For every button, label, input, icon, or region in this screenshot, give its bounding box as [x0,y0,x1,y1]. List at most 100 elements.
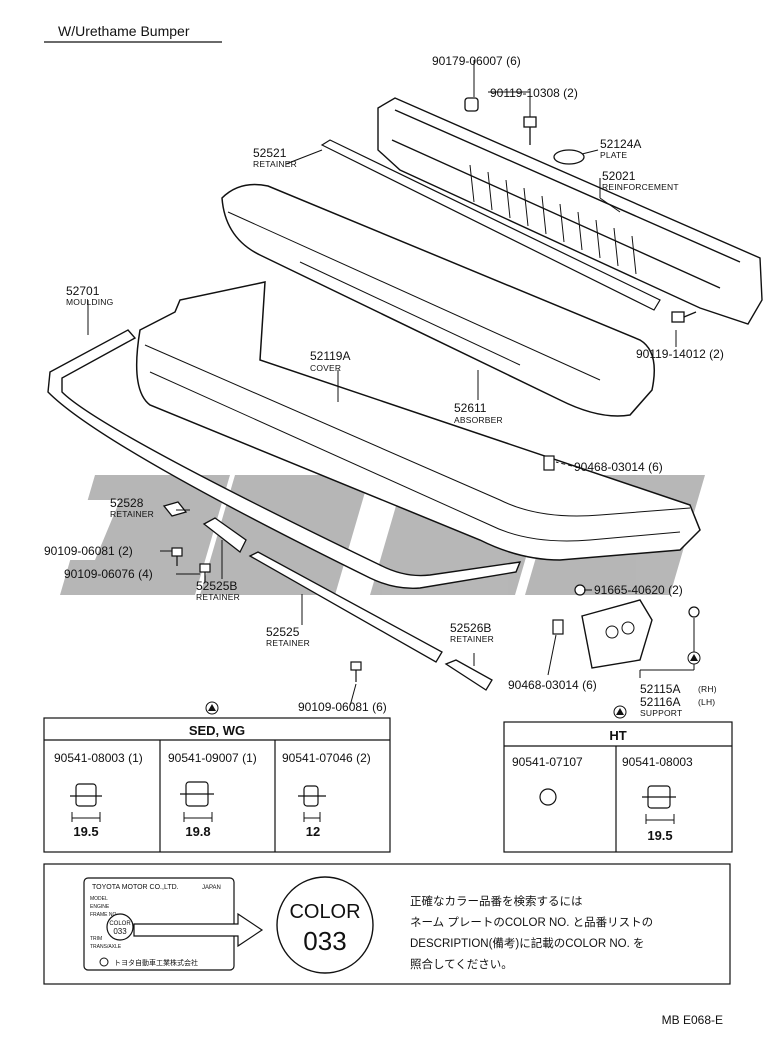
bolt-90119-14012-drawing [671,311,697,323]
label-p8-number: 52611 [454,401,487,415]
retainer-52528-drawing [162,501,188,517]
name-plate-row: TRIM [90,936,102,942]
color-note-line: 照合してください。 [410,957,513,971]
clip-cell-size: 12 [306,824,320,839]
clip-90468-lower-drawing [552,619,564,635]
color-note-line: DESCRIPTION(備考)に記載のCOLOR NO. を [410,936,644,950]
moulding-drawing [47,329,522,589]
leader-lines [87,60,695,707]
toyota-emblem-icon [99,957,109,967]
color-note-line: ネーム プレートのCOLOR NO. と品番リストの [410,916,653,929]
label-p11-number: 52528 [110,496,144,510]
label-p8-name: ABSORBER [454,415,503,425]
name-plate-row: ENGINE [90,904,110,910]
ht-table: HT 90541-07107 90541-08003 19.5 [503,721,733,853]
nut-90179-drawing [464,97,479,112]
ht-title: HT [609,728,626,743]
label-p7-name: COVER [310,363,341,373]
label-p20-number: 52116A [640,695,680,709]
label-p6-name: MOULDING [66,297,113,307]
plate-drawing [553,149,585,165]
name-plate-country: JAPAN [202,885,221,891]
color-circle-label: COLOR [289,901,360,923]
label-p13-number: 90109-06076 (4) [64,567,153,581]
color-circle-code: 033 [303,926,346,956]
bolt-90119-10308-drawing [523,116,537,145]
marker-icon [613,705,627,719]
label-p7-number: 52119A [310,349,350,363]
name-plate-row: TRANS/AXLE [90,944,122,950]
clip-cell-size: 19.8 [185,824,210,839]
retainer-52525-drawing [248,551,443,663]
label-p20-suffix: (LH) [698,697,715,707]
label-p14-name: RETAINER [196,592,240,602]
clip-drawing [70,781,326,807]
marker-icon [687,651,701,665]
part-labels: 90179-06007 (6) 90119-10308 (2) 52124A P… [44,54,724,718]
label-p6-number: 52701 [66,284,100,298]
clip-cell-part: 90541-08003 [622,755,693,769]
label-p17-name: RETAINER [450,634,494,644]
label-p11-name: RETAINER [110,509,154,519]
name-plate-row: FRAME NO. [90,912,118,918]
clip-90468-upper-drawing [543,455,555,471]
label-p15-name: RETAINER [266,638,310,648]
clip-cell-part: 90541-08003 (1) [54,751,143,765]
retainer-52526b-drawing [444,659,493,691]
cover-drawing [135,281,701,561]
page-title: W/Urethame Bumper [58,23,190,39]
absorber-edge [227,211,601,381]
bolt-90109-06081-lower-drawing [350,661,362,682]
label-p2-number: 90119-10308 (2) [490,86,578,100]
label-p16-number: 91665-40620 (2) [594,583,683,597]
clip-cell-size: 19.5 [73,824,98,839]
clip-drawing [539,785,676,809]
absorber-drawing [221,183,655,417]
cover-lower-line [149,371,681,542]
label-p5-number: 52521 [253,146,287,160]
name-plate-maker: TOYOTA MOTOR CO.,LTD. [92,884,179,891]
footer-code: MB E068-E [662,1013,723,1027]
color-note-box: TOYOTA MOTOR CO.,LTD. JAPAN MODEL ENGINE… [43,863,731,985]
reinforcement-drawing [377,97,763,325]
sed-wg-table: SED, WG 90541-08003 (1) 90541-09007 (1) … [43,717,391,853]
marker-icon [205,701,219,715]
label-p14-number: 52525B [196,579,237,593]
color-circle [276,876,374,974]
support-hole [621,621,635,635]
label-p21-number: 90109-06081 (6) [298,700,387,714]
label-p3-number: 52124A [600,137,641,151]
dimension-lines [645,814,675,824]
color-note-line: 正確なカラー品番を検索するには [410,894,583,908]
clip-cell-part: 90541-09007 (1) [168,751,257,765]
clip-cell-part: 90541-07107 [512,755,583,769]
label-p19-suffix: (RH) [698,684,717,694]
clip-cell-part: 90541-07046 (2) [282,751,371,765]
label-p20-name: SUPPORT [640,708,682,718]
retainer-52525b-drawing [202,517,247,553]
name-plate-color-circle [106,913,134,941]
cover-inner-line [144,344,691,517]
label-p1-number: 90179-06007 (6) [432,54,521,68]
grommet-small-drawing [688,606,700,618]
label-p15-number: 52525 [266,625,300,639]
name-plate-color-label: COLOR [109,921,131,927]
label-p18-number: 90468-03014 (6) [508,678,597,692]
dimension-lines [71,812,321,822]
label-p10-number: 90468-03014 (6) [574,460,663,474]
sed-wg-title: SED, WG [189,723,245,738]
arrow-icon [133,912,264,948]
retainer-52521-drawing [320,139,661,311]
label-p3-name: PLATE [600,150,627,160]
label-p12-number: 90109-06081 (2) [44,544,133,558]
label-p4-name: REINFORCEMENT [602,182,679,192]
label-p19-number: 52115A [640,682,680,696]
name-plate-row: MODEL [90,896,108,902]
bolt-90109-06076-drawing [199,563,211,582]
label-p9-number: 90119-14012 (2) [636,347,724,361]
label-p4-number: 52021 [602,169,636,183]
grommet-91665-drawing [574,584,586,596]
clip-cell-size: 19.5 [647,828,672,843]
